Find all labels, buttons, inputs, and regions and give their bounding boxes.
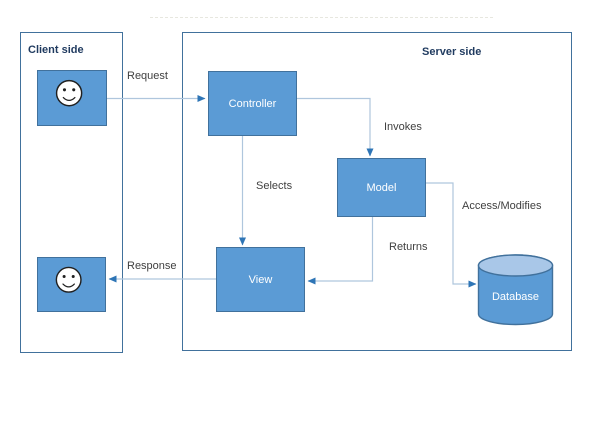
model-label: Model <box>366 181 397 194</box>
model-node: Model <box>337 158 426 217</box>
client-user-box-top <box>37 70 107 126</box>
edge-label-response: Response <box>127 260 177 272</box>
view-node: View <box>216 247 305 312</box>
database-label: Database <box>491 291 540 303</box>
controller-node: Controller <box>208 71 297 136</box>
controller-label: Controller <box>228 97 277 110</box>
view-label: View <box>248 273 273 286</box>
smiley-face-icon <box>55 266 82 293</box>
server-side-group <box>182 32 572 351</box>
edge-label-returns: Returns <box>389 241 428 253</box>
database-cylinder-icon <box>477 254 554 326</box>
page-boundary-line <box>150 17 493 18</box>
client-side-title: Client side <box>28 44 84 56</box>
edge-label-selects: Selects <box>256 180 293 192</box>
smiley-face-icon <box>55 79 83 107</box>
database-node: Database <box>477 254 554 326</box>
edge-label-access-modifies: Access/Modifies <box>462 200 542 212</box>
client-user-box-bottom <box>37 257 106 312</box>
client-side-group <box>20 32 123 353</box>
edge-label-request: Request <box>127 70 168 82</box>
edge-label-invokes: Invokes <box>384 121 422 133</box>
server-side-title: Server side <box>422 46 482 58</box>
